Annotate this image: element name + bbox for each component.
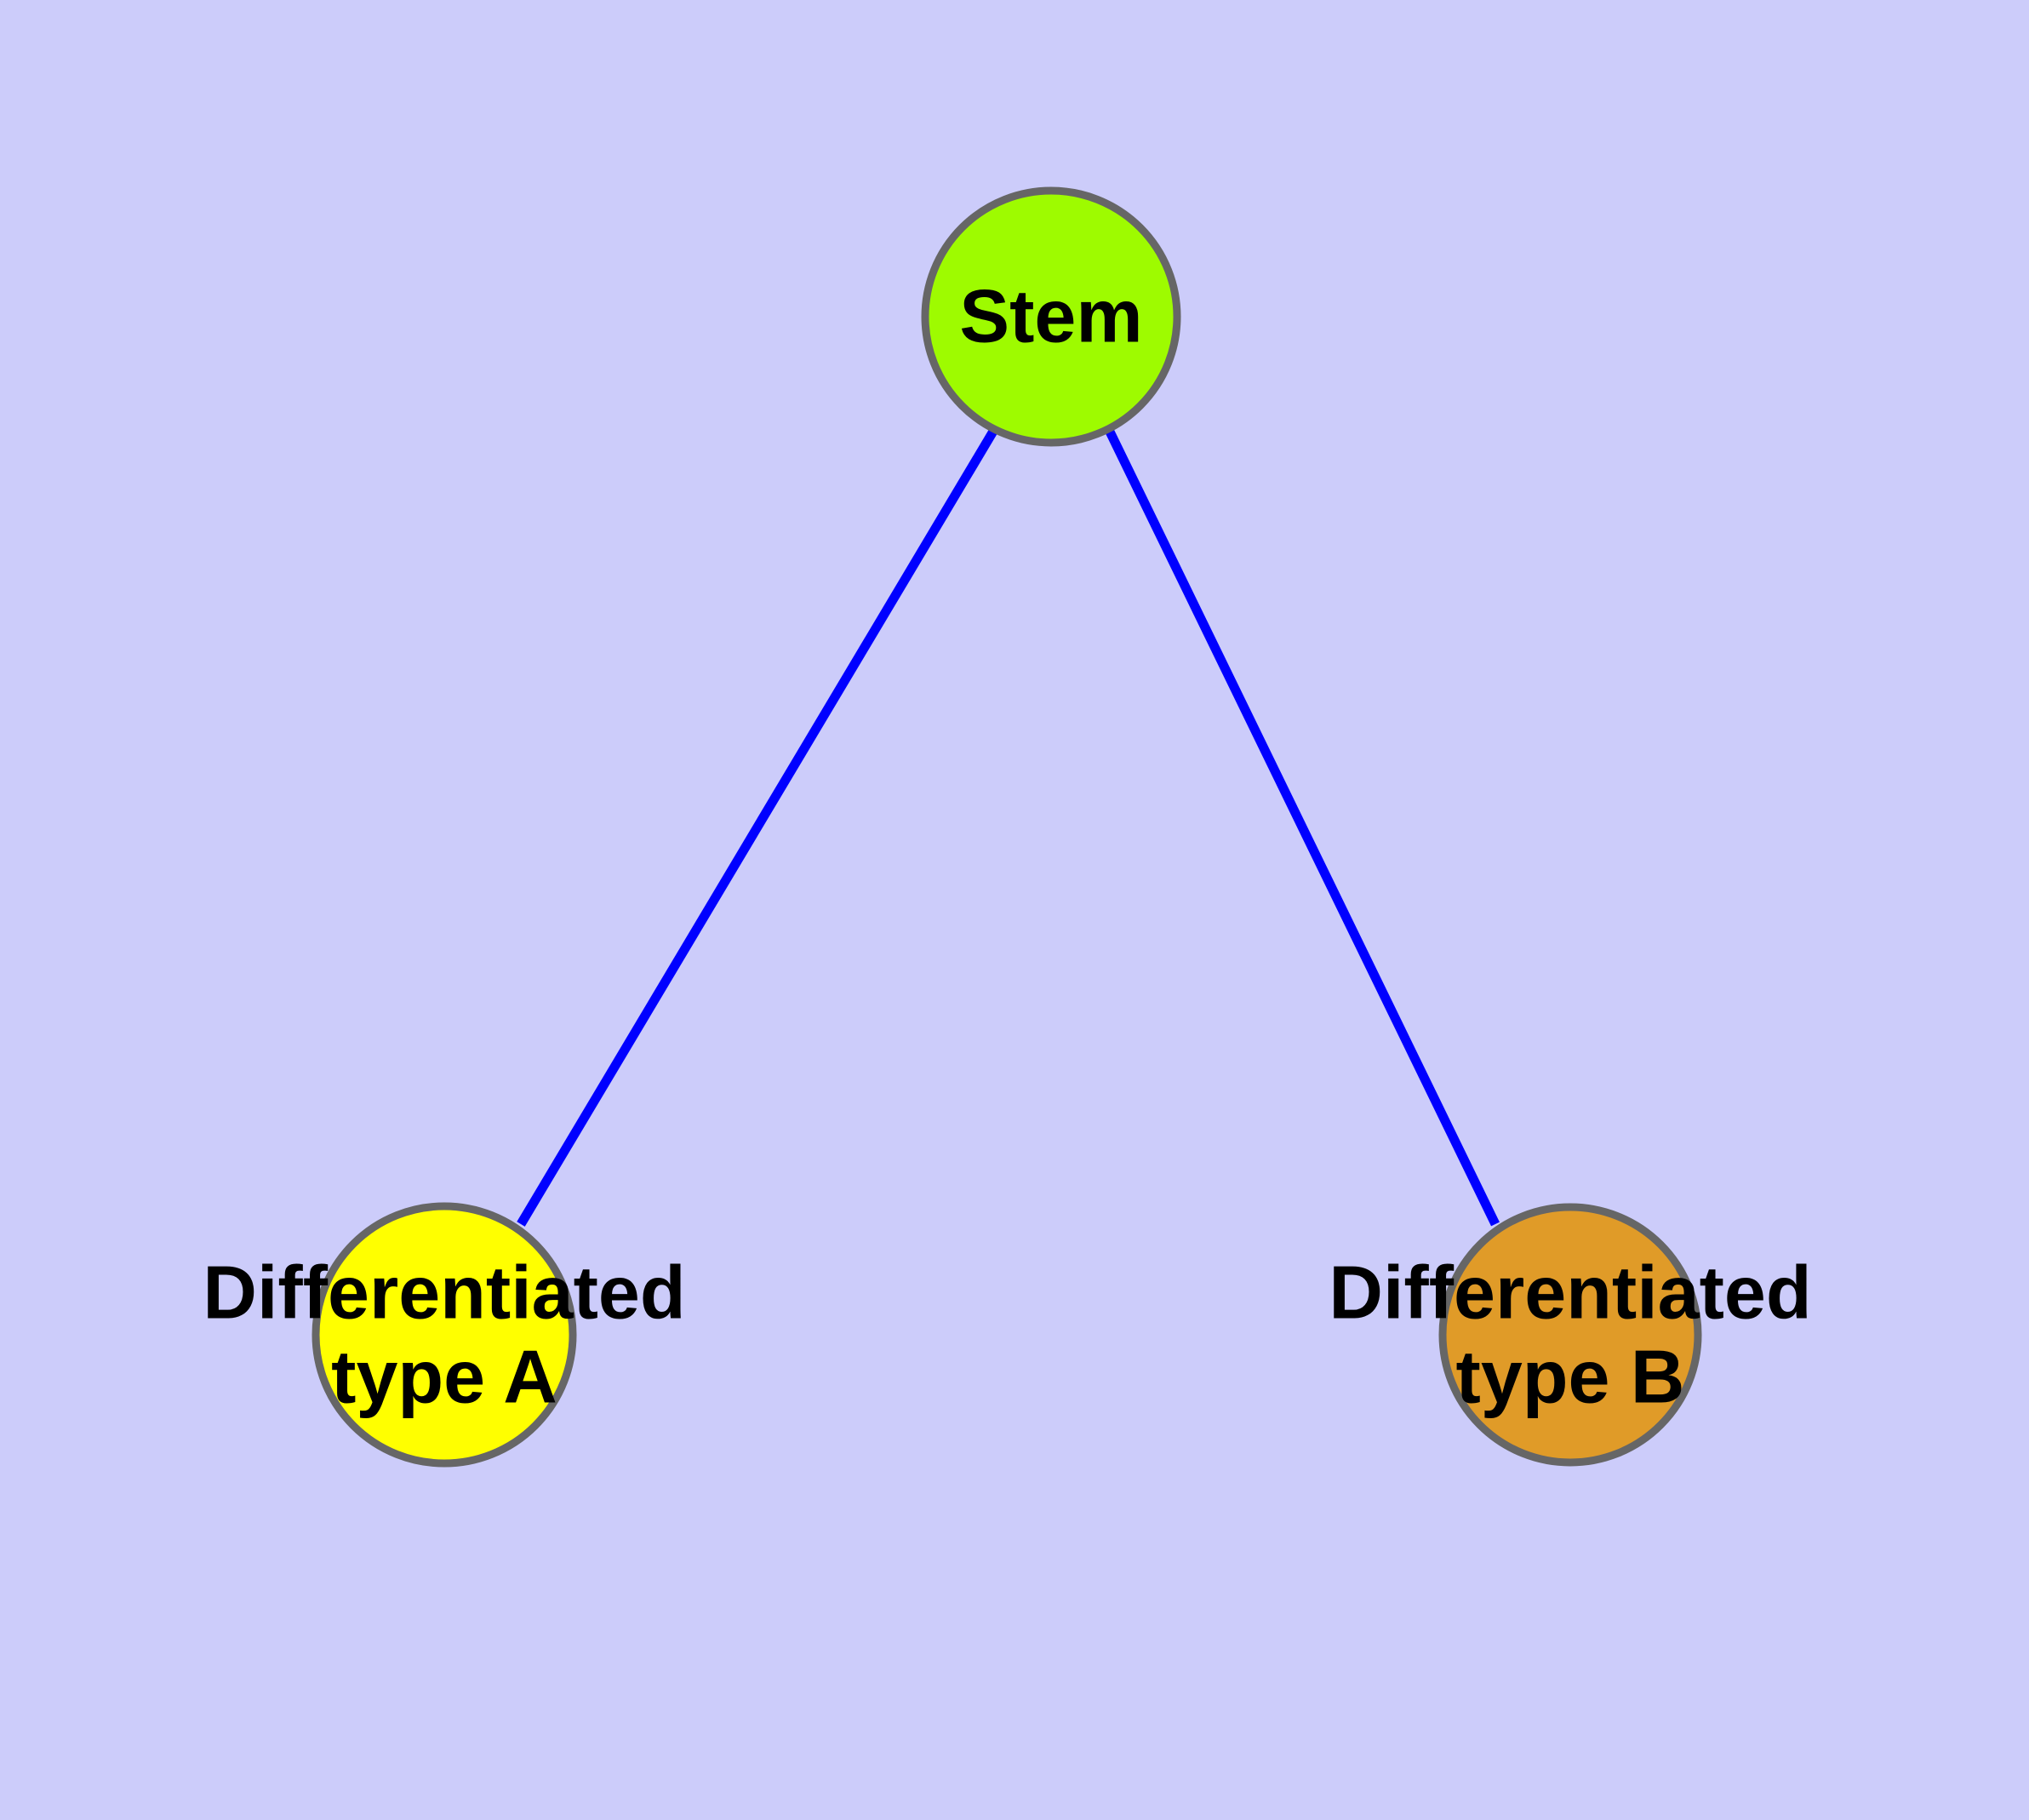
node-stem[interactable] xyxy=(921,186,1181,447)
edge-stem-to-differentiated-type-b[interactable] xyxy=(1105,427,1500,1227)
node-differentiated-type-a[interactable] xyxy=(311,1202,577,1468)
node-layer xyxy=(311,186,1702,1468)
node-differentiated-type-b[interactable] xyxy=(1438,1203,1702,1467)
edge-layer xyxy=(517,427,1500,1227)
edge-stem-to-differentiated-type-a[interactable] xyxy=(517,427,998,1227)
